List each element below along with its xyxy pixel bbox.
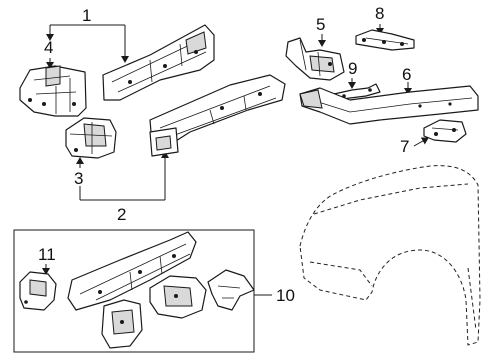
part-2-side-member-lower xyxy=(149,74,286,157)
callout-2: 2 xyxy=(117,205,126,224)
part-8-upper-bracket xyxy=(355,29,415,51)
callout-numbers: 1 2 3 4 5 6 7 8 9 10 11 xyxy=(38,4,411,305)
subassembly-box-10 xyxy=(13,229,255,353)
part-5-crash-box xyxy=(285,37,345,81)
callout-11: 11 xyxy=(38,245,56,264)
part-9-small-bracket xyxy=(333,83,381,101)
part-11-bracket xyxy=(19,271,57,311)
part-1-side-member-upper xyxy=(102,24,215,101)
callout-1: 1 xyxy=(82,6,91,25)
part-10-side-member-assembly xyxy=(67,231,255,349)
leader-7 xyxy=(413,137,429,147)
part-4-apron-bracket xyxy=(19,65,87,117)
callout-8: 8 xyxy=(375,4,384,23)
callout-4: 4 xyxy=(44,38,53,57)
callout-5: 5 xyxy=(316,15,325,34)
part-7-mount-bracket xyxy=(423,119,467,143)
callout-9: 9 xyxy=(348,59,357,78)
leader-lines xyxy=(42,24,429,296)
callout-3: 3 xyxy=(74,169,83,188)
callout-10: 10 xyxy=(276,286,295,305)
fender-outline xyxy=(299,165,481,346)
callout-6: 6 xyxy=(402,65,411,84)
callout-7: 7 xyxy=(400,137,409,156)
part-6-bumper-reinforcement xyxy=(299,85,479,125)
part-3-mount-block xyxy=(65,117,117,159)
